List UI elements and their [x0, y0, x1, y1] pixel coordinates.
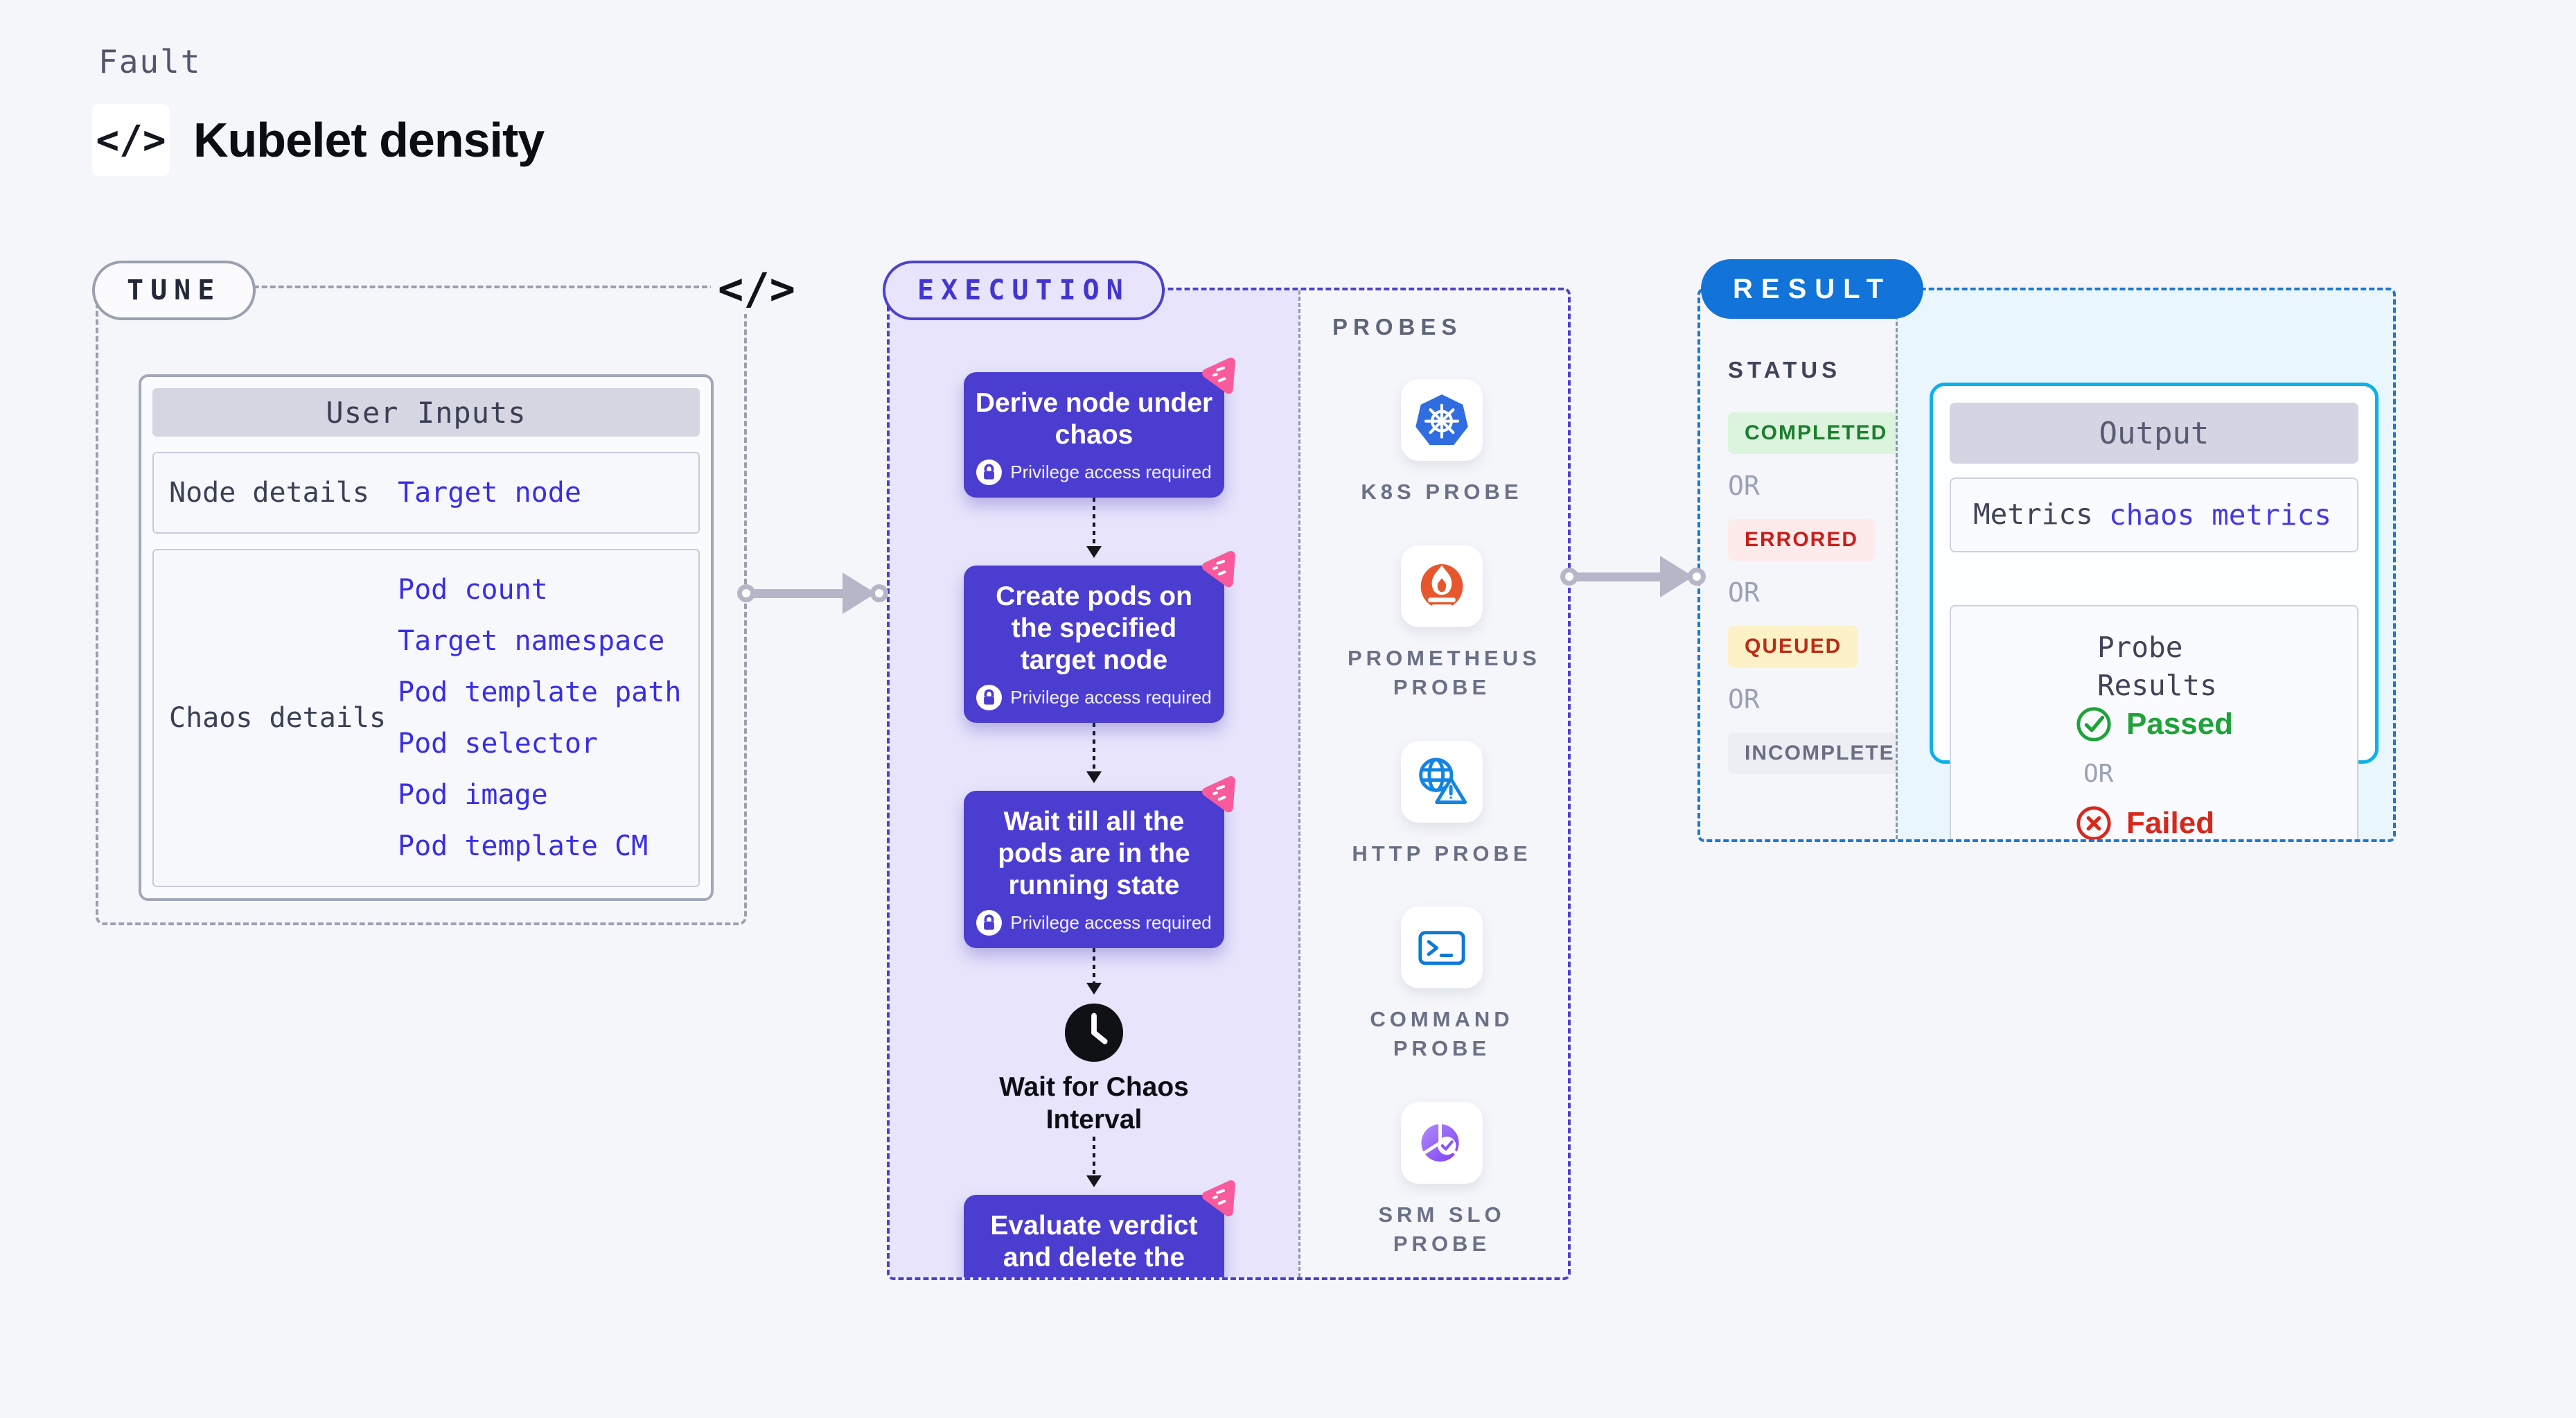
probe-label: HTTP PROBE [1352, 841, 1532, 866]
pod-template-cm-link[interactable]: Pod template CM [398, 830, 649, 862]
flow-connector [1086, 1136, 1102, 1195]
status-chip-completed: COMPLETED [1728, 412, 1905, 454]
status-column: STATUS COMPLETED OR ERRORED OR QUEUED OR… [1700, 290, 1928, 839]
or-separator: OR [2083, 759, 2114, 788]
litmus-chaos-icon [1202, 1180, 1235, 1216]
status-chip-incompleted: INCOMPLETED [1728, 733, 1928, 774]
status-chip-errored: ERRORED [1728, 519, 1876, 561]
row-label: Node details [169, 477, 369, 509]
verdict-passed: Passed [2075, 706, 2233, 743]
execution-section: Derive node under chaos Privilege access… [887, 288, 1571, 1280]
flow-connector [1086, 498, 1102, 566]
row-label: Chaos details [169, 702, 387, 734]
step-wait-pods-running: Wait till all the pods are in the runnin… [964, 776, 1235, 949]
chaos-metrics-link[interactable]: chaos metrics [2109, 498, 2331, 532]
user-inputs-table: User Inputs Node details Target node Cha… [139, 374, 714, 901]
privilege-label: Privilege access required [1010, 912, 1212, 934]
result-section: STATUS COMPLETED OR ERRORED OR QUEUED OR… [1697, 288, 2396, 842]
step-title: Create pods on the specified target node [996, 581, 1192, 676]
fault-eyebrow: Fault [98, 43, 202, 80]
probe-item: SRM SLO PROBE [1348, 1102, 1536, 1259]
step-derive-node: Derive node under chaos Privilege access… [964, 358, 1235, 498]
result-output-panel: Output Metrics chaos metrics Probe Resul… [1896, 290, 2393, 839]
x-circle-icon [2076, 806, 2111, 839]
probe-label: SRM SLO PROBE [1378, 1202, 1506, 1256]
output-header: Output [1950, 403, 2358, 464]
check-circle-icon [2076, 707, 2111, 742]
pod-selector-link[interactable]: Pod selector [398, 728, 598, 760]
wait-for-chaos-interval: Wait for Chaos Interval [980, 1002, 1208, 1137]
pod-image-link[interactable]: Pod image [398, 779, 548, 811]
pod-count-link[interactable]: Pod count [398, 574, 548, 606]
wait-label: Wait for Chaos Interval [999, 1072, 1189, 1135]
or-separator: OR [1728, 684, 1760, 715]
step-evaluate-verdict: Evaluate verdict and delete the pods Pri… [964, 1180, 1235, 1277]
or-separator: OR [1728, 471, 1760, 501]
status-chip-queued: QUEUED [1728, 626, 1859, 667]
verdict-failed: Failed [2075, 805, 2233, 840]
code-icon: </> [711, 263, 802, 314]
metrics-row: Metrics chaos metrics [1950, 478, 2358, 552]
litmus-chaos-icon [1202, 551, 1235, 588]
probes-panel: PROBES K8S PROBE [1298, 290, 1568, 1277]
probe-label: PROMETHEUS PROBE [1348, 645, 1541, 699]
probe-item: HTTP PROBE [1348, 740, 1536, 868]
output-box: Output Metrics chaos metrics Probe Resul… [1930, 383, 2379, 839]
tune-section [96, 286, 747, 925]
probes-label: PROBES [1332, 314, 1463, 340]
flow-connector [1086, 723, 1102, 791]
step-title: Derive node under chaos [975, 388, 1213, 450]
passed-label: Passed [2126, 706, 2234, 741]
litmus-chaos-icon [1202, 776, 1235, 813]
probe-results-label: Probe Results [2097, 631, 2217, 703]
clock-icon [1064, 1004, 1124, 1062]
page-title: Kubelet density [193, 113, 545, 167]
failed-label: Failed [2126, 805, 2215, 840]
execution-to-result-arrow [1560, 556, 1706, 597]
probe-item: K8S PROBE [1348, 379, 1536, 507]
code-glyph: </> [96, 117, 166, 163]
result-badge: RESULT [1701, 259, 1924, 319]
target-node-link[interactable]: Target node [398, 477, 581, 509]
page-header: </> Kubelet density [92, 104, 545, 176]
user-inputs-header: User Inputs [152, 388, 700, 437]
step-title: Evaluate verdict and delete the pods [990, 1210, 1198, 1277]
or-separator: OR [1728, 577, 1760, 608]
privilege-badge: Privilege access required [975, 685, 1213, 711]
probe-item: COMMAND PROBE [1348, 907, 1536, 1063]
privilege-badge: Privilege access required [975, 459, 1213, 486]
probe-results-row: Probe Results Passed OR [1950, 605, 2358, 840]
http-probe-icon [1401, 740, 1483, 823]
privilege-label: Privilege access required [1010, 462, 1212, 483]
privilege-label: Privilege access required [1010, 687, 1212, 708]
execution-badge: EXECUTION [883, 261, 1165, 320]
metrics-label: Metrics [1973, 498, 2093, 532]
srm-slo-probe-icon [1401, 1102, 1483, 1184]
tune-to-execution-arrow [737, 572, 888, 614]
step-title: Wait till all the pods are in the runnin… [998, 807, 1190, 901]
status-label: STATUS [1728, 357, 1842, 383]
lock-icon [976, 910, 1003, 936]
privilege-badge: Privilege access required [975, 910, 1213, 936]
execution-flow: Derive node under chaos Privilege access… [890, 290, 1298, 1277]
step-create-pods: Create pods on the specified target node… [964, 551, 1235, 724]
target-namespace-link[interactable]: Target namespace [398, 625, 665, 657]
lock-icon [976, 685, 1003, 711]
command-probe-icon [1401, 907, 1483, 989]
table-row: Node details Target node [152, 452, 700, 534]
code-icon: </> [92, 104, 170, 176]
lock-icon [976, 459, 1003, 486]
k8s-probe-icon [1401, 379, 1483, 461]
prometheus-probe-icon [1401, 545, 1483, 627]
probe-label: COMMAND PROBE [1370, 1007, 1514, 1061]
probe-item: PROMETHEUS PROBE [1348, 545, 1541, 702]
table-row: Chaos details Pod count Target namespace… [152, 549, 700, 887]
tune-badge: TUNE [92, 261, 256, 320]
flow-connector [1086, 948, 1102, 1002]
probe-label: K8S PROBE [1361, 480, 1523, 504]
litmus-chaos-icon [1202, 358, 1235, 394]
pod-template-path-link[interactable]: Pod template path [398, 676, 682, 708]
